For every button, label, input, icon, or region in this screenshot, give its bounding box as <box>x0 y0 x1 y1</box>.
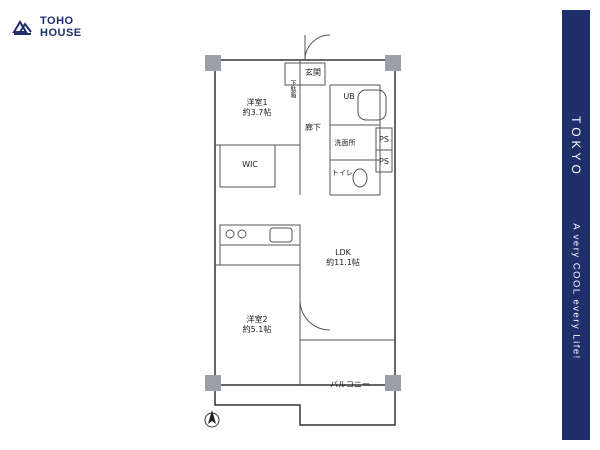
room-ub: UB <box>343 92 355 101</box>
room-western1-name: 洋室1 <box>246 98 268 107</box>
room-washroom: 洗面所 <box>334 139 356 147</box>
room-toilet: トイレ <box>332 169 353 177</box>
room-ldk-size: 約11.1帖 <box>326 258 360 267</box>
room-wic: WIC <box>242 160 258 169</box>
north-arrow-icon <box>204 410 220 428</box>
room-entrance: 玄関 <box>305 68 321 77</box>
room-ps1: PS <box>379 135 389 144</box>
side-city: TOKYO <box>569 116 583 178</box>
room-ldk: LDK 約11.1帖 <box>320 248 366 268</box>
room-western2-name: 洋室2 <box>246 315 268 324</box>
room-ldk-name: LDK <box>335 248 351 257</box>
side-panel <box>562 10 590 440</box>
room-western1-size: 約3.7帖 <box>242 108 272 117</box>
brand-line1: TOHO <box>40 15 74 27</box>
brand-logo: TOHO HOUSE <box>12 14 112 40</box>
toho-house-logo-icon <box>12 20 32 35</box>
room-corridor: 廊下 <box>305 123 321 132</box>
side-panel-text: TOKYO A very COOL every Life! <box>562 10 590 440</box>
brand-line2: HOUSE <box>40 27 82 39</box>
room-western2-size: 約5.1帖 <box>242 325 272 334</box>
room-balcony: バルコニー <box>330 380 370 389</box>
room-ps2: PS <box>379 157 389 166</box>
brand-name: TOHO HOUSE <box>40 15 82 39</box>
room-western1: 洋室1 約3.7帖 <box>232 98 282 118</box>
room-western2: 洋室2 約5.1帖 <box>232 315 282 335</box>
room-shoe-box: 下駄箱 <box>289 80 296 98</box>
side-tagline: A very COOL every Life! <box>570 223 582 360</box>
